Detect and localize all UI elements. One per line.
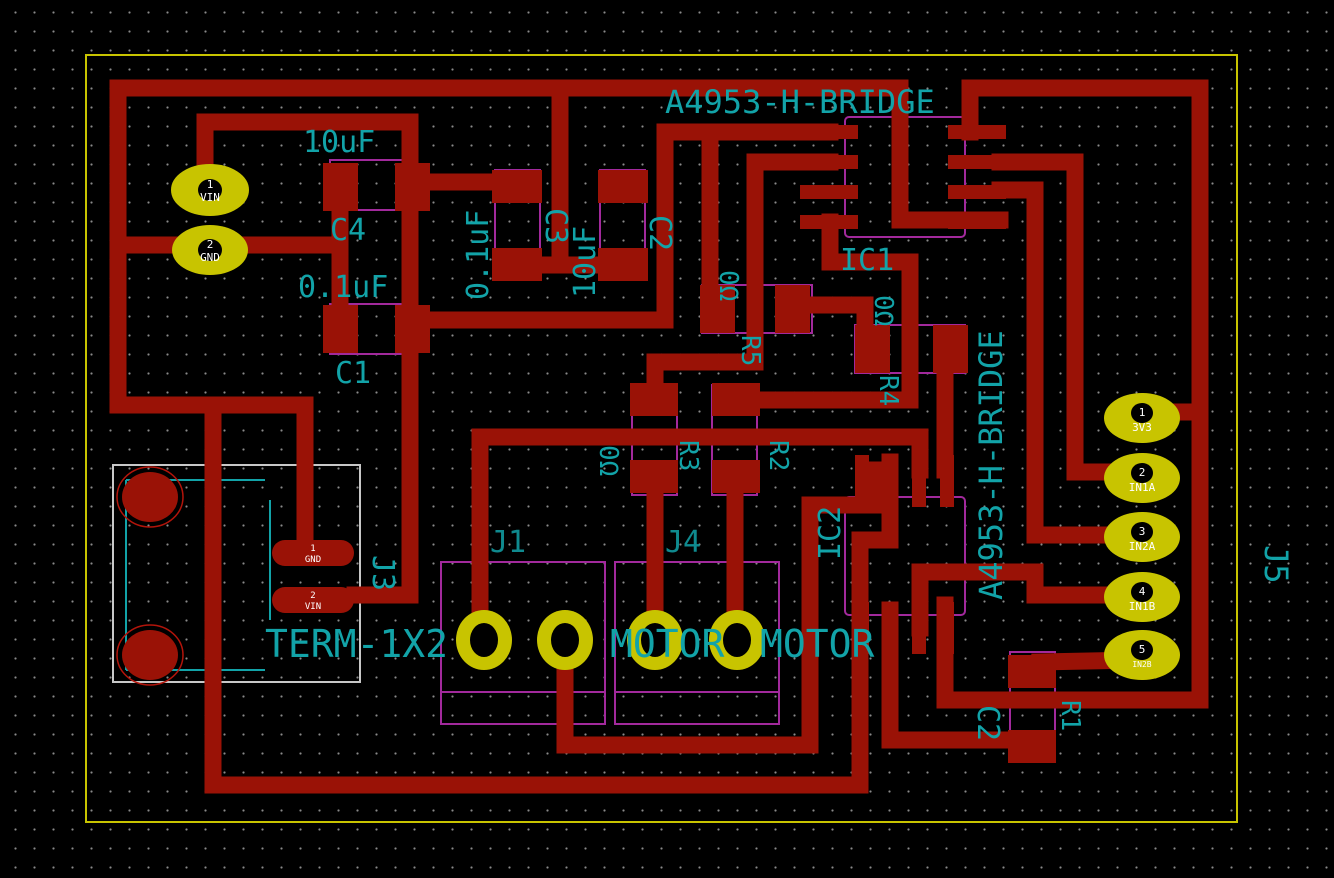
motor-value-1: MOTOR [610,622,725,666]
c4-ref: C4 [330,213,366,248]
c3-value: 0.1uF [461,210,496,300]
j4-ref: J4 [665,525,701,560]
svg-text:4: 4 [1139,585,1146,598]
c1-value: 0.1uF [298,270,388,305]
j1-fab [440,561,606,725]
motor-terminal-pads [456,610,765,670]
svg-text:1: 1 [207,178,214,191]
svg-text:IN2B: IN2B [1132,660,1151,669]
ic1-value: A4953-H-BRIDGE [665,83,935,121]
r4-ref: R4 [873,375,903,406]
r1-ref: R1 [1055,700,1085,731]
j3-value: TERM-1X2 [265,622,448,666]
pin-labels: 1 VIN 2 GND 1 GND 2 VIN 1 3V3 2 IN1A 3 I… [200,178,1156,669]
r5-value: 0Ω [713,270,743,301]
svg-text:1: 1 [310,544,315,554]
c2-ref: C2 [642,215,677,251]
j4-fab [614,561,780,725]
ic2-value: A4953-H-BRIDGE [972,330,1010,600]
c4-value: 10uF [303,125,375,160]
c3-ref: C3 [538,208,573,244]
j1-ref: J1 [490,525,526,560]
svg-text:IN1B: IN1B [1129,600,1156,613]
svg-text:VIN: VIN [200,191,220,204]
j5-pads [1104,393,1180,680]
copper-traces[interactable] [109,79,1209,794]
r1-value: C2 [970,705,1005,741]
board-edge-outline [85,54,1238,823]
svg-text:1: 1 [1139,406,1146,419]
ic2-fab [844,496,966,616]
ic2-pads [855,455,954,654]
r5-ref: R5 [735,335,765,366]
c1-ref: C1 [335,356,371,391]
reference-labels: 10uF C4 0.1uF C1 0.1uF C3 10uF C2 A4953-… [265,83,1295,741]
c2-value: 10uF [568,226,603,298]
svg-text:IN2A: IN2A [1129,540,1156,553]
svg-text:2: 2 [207,238,214,251]
r3-ref: R3 [673,440,703,471]
j3-silk [125,479,271,671]
j3-ref: J3 [365,555,400,591]
ic1-pads [800,125,1006,229]
ic2-ref: IC2 [813,506,848,560]
svg-text:IN1A: IN1A [1129,481,1156,494]
r4-value: 0Ω [868,295,898,326]
motor-value-2: MOTOR [760,622,875,666]
ic1-ref: IC1 [840,243,894,278]
svg-text:GND: GND [305,555,321,565]
svg-text:GND: GND [200,251,220,264]
tht-pads[interactable] [171,164,1180,680]
r2-ref: R2 [763,440,793,471]
smd-pads[interactable] [116,125,1056,763]
r3-value: 0Ω [593,445,623,476]
svg-text:2: 2 [310,591,315,601]
svg-text:3V3: 3V3 [1132,421,1152,434]
j3-courtyard [112,464,361,683]
svg-text:2: 2 [1139,466,1146,479]
svg-text:5: 5 [1139,643,1146,656]
svg-text:VIN: VIN [305,602,321,612]
svg-text:3: 3 [1139,525,1146,538]
j5-ref: J5 [1257,545,1295,584]
